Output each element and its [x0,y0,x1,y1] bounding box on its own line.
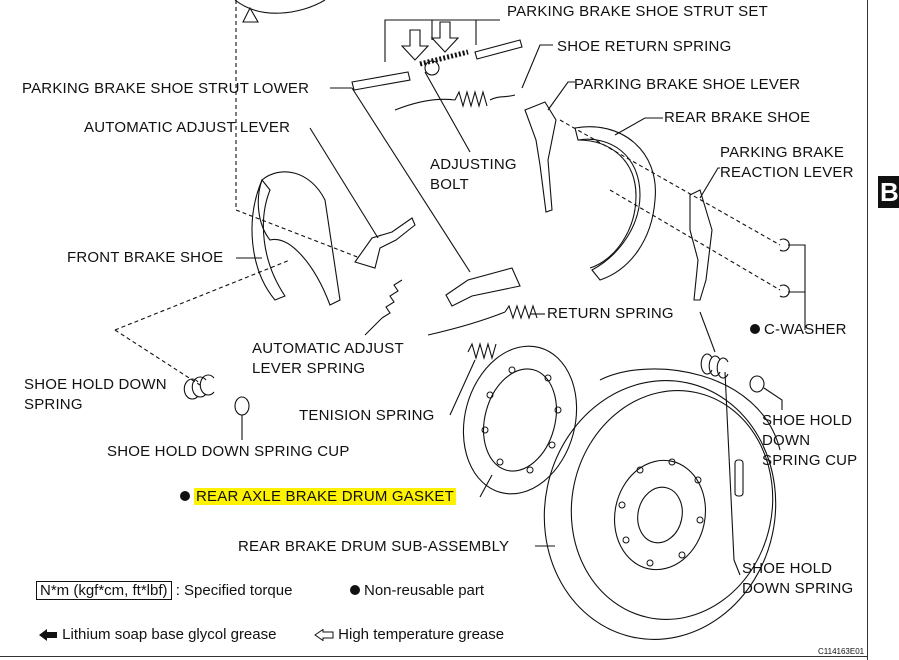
rear-brake-shoe-drawing [574,126,656,281]
hold-down-spring-left-drawing [183,374,215,400]
label-rear-brake-shoe: REAR BRAKE SHOE [664,109,811,126]
label-shoe-hold-down-spring-cup-right-line3: SPRING CUP [762,452,858,469]
label-automatic-adjust-lever: AUTOMATIC ADJUST LEVER [84,119,291,136]
label-rear-axle-brake-drum-gasket-text: REAR AXLE BRAKE DRUM GASKET [194,488,456,505]
label-return-spring: RETURN SPRING [547,305,674,322]
strut-set-leader [384,19,500,62]
section-tab: B [878,176,899,208]
label-adjusting-bolt-line2: BOLT [430,176,469,193]
label-shoe-hold-down-spring-cup-right-line1: SHOE HOLD [762,412,853,429]
legend-non-reusable: Non-reusable part [350,581,484,600]
label-automatic-adjust-lever-spring-line2: LEVER SPRING [252,360,366,377]
c-washer-drawing [779,238,790,252]
torque-unit-box: N*m (kgf*cm, ft*lbf) [36,581,172,600]
label-automatic-adjust-lever-spring-line1: AUTOMATIC ADJUST [252,340,404,357]
spring-cup-right-drawing [749,375,765,393]
non-reusable-legend-text: Non-reusable part [364,582,485,599]
label-parking-brake-shoe-strut-lower: PARKING BRAKE SHOE STRUT LOWER [22,80,310,97]
filled-arrow-icon [39,629,57,642]
torque-legend-text: : Specified torque [175,582,293,599]
non-reusable-dot-icon [750,324,760,335]
label-c-washer: C-WASHER [750,320,847,339]
frame-right-border [867,0,868,660]
outline-arrow-icon [400,29,430,61]
spring-cup-left-drawing [234,396,250,416]
parking-brake-shoe-lever-drawing [524,101,557,213]
gasket-drawing [462,345,578,495]
legend-lithium-grease: Lithium soap base glycol grease [38,625,276,644]
label-parking-brake-shoe-strut-set: PARKING BRAKE SHOE STRUT SET [507,3,768,20]
label-shoe-hold-down-spring-cup-left: SHOE HOLD DOWN SPRING CUP [107,443,350,460]
figure-code: C114163E01 [818,647,865,656]
label-parking-brake-shoe-lever: PARKING BRAKE SHOE LEVER [574,76,801,93]
label-parking-brake-reaction-lever-line1: PARKING BRAKE [720,144,845,161]
strut-lower-bar-drawing [445,267,521,307]
c-washer-drawing [779,284,790,298]
shoe-return-spring-drawing [394,89,516,111]
parking-brake-reaction-lever-drawing [689,189,713,301]
label-shoe-hold-down-spring-right-line1: SHOE HOLD [742,560,833,577]
label-front-brake-shoe: FRONT BRAKE SHOE [67,249,224,266]
tenision-spring-drawing [467,341,497,361]
label-rear-brake-drum-sub-assembly: REAR BRAKE DRUM SUB-ASSEMBLY [238,538,510,555]
label-shoe-hold-down-spring-left-line2: SPRING [24,396,83,413]
lithium-grease-text: Lithium soap base glycol grease [62,626,277,643]
label-shoe-hold-down-spring-left-line1: SHOE HOLD DOWN [24,376,167,393]
hold-down-spring-right-drawing [700,353,729,379]
label-adjusting-bolt-line1: ADJUSTING [430,156,517,173]
label-shoe-hold-down-spring-cup-right-line2: DOWN [762,432,811,449]
label-shoe-hold-down-spring-right-line2: DOWN SPRING [742,580,854,597]
brake-drum-drawing [543,368,781,640]
top-partial-part [234,0,326,14]
label-c-washer-text: C-WASHER [764,321,847,338]
front-brake-shoe-drawing [257,171,341,306]
return-spring-drawing [504,304,538,320]
legend-high-temp-grease: High temperature grease [314,625,504,644]
automatic-adjust-lever-drawing [354,217,416,269]
adjust-lever-spring-drawing [381,279,403,319]
top-arrow-icon [242,6,259,23]
label-parking-brake-reaction-lever-line2: REACTION LEVER [720,164,854,181]
non-reusable-dot-icon [350,585,360,596]
legend-torque: N*m (kgf*cm, ft*lbf) : Specified torque [36,581,292,600]
frame-bottom-border [0,656,868,657]
label-rear-axle-brake-drum-gasket: REAR AXLE BRAKE DRUM GASKET [180,487,456,506]
label-tenision-spring: TENISION SPRING [299,407,435,424]
label-shoe-return-spring: SHOE RETURN SPRING [557,38,732,55]
outline-arrow-icon [314,628,334,642]
outline-arrow-icon [430,21,460,53]
strut-set-drawing [351,39,523,91]
high-temp-grease-text: High temperature grease [338,626,505,643]
non-reusable-dot-icon [180,491,190,502]
